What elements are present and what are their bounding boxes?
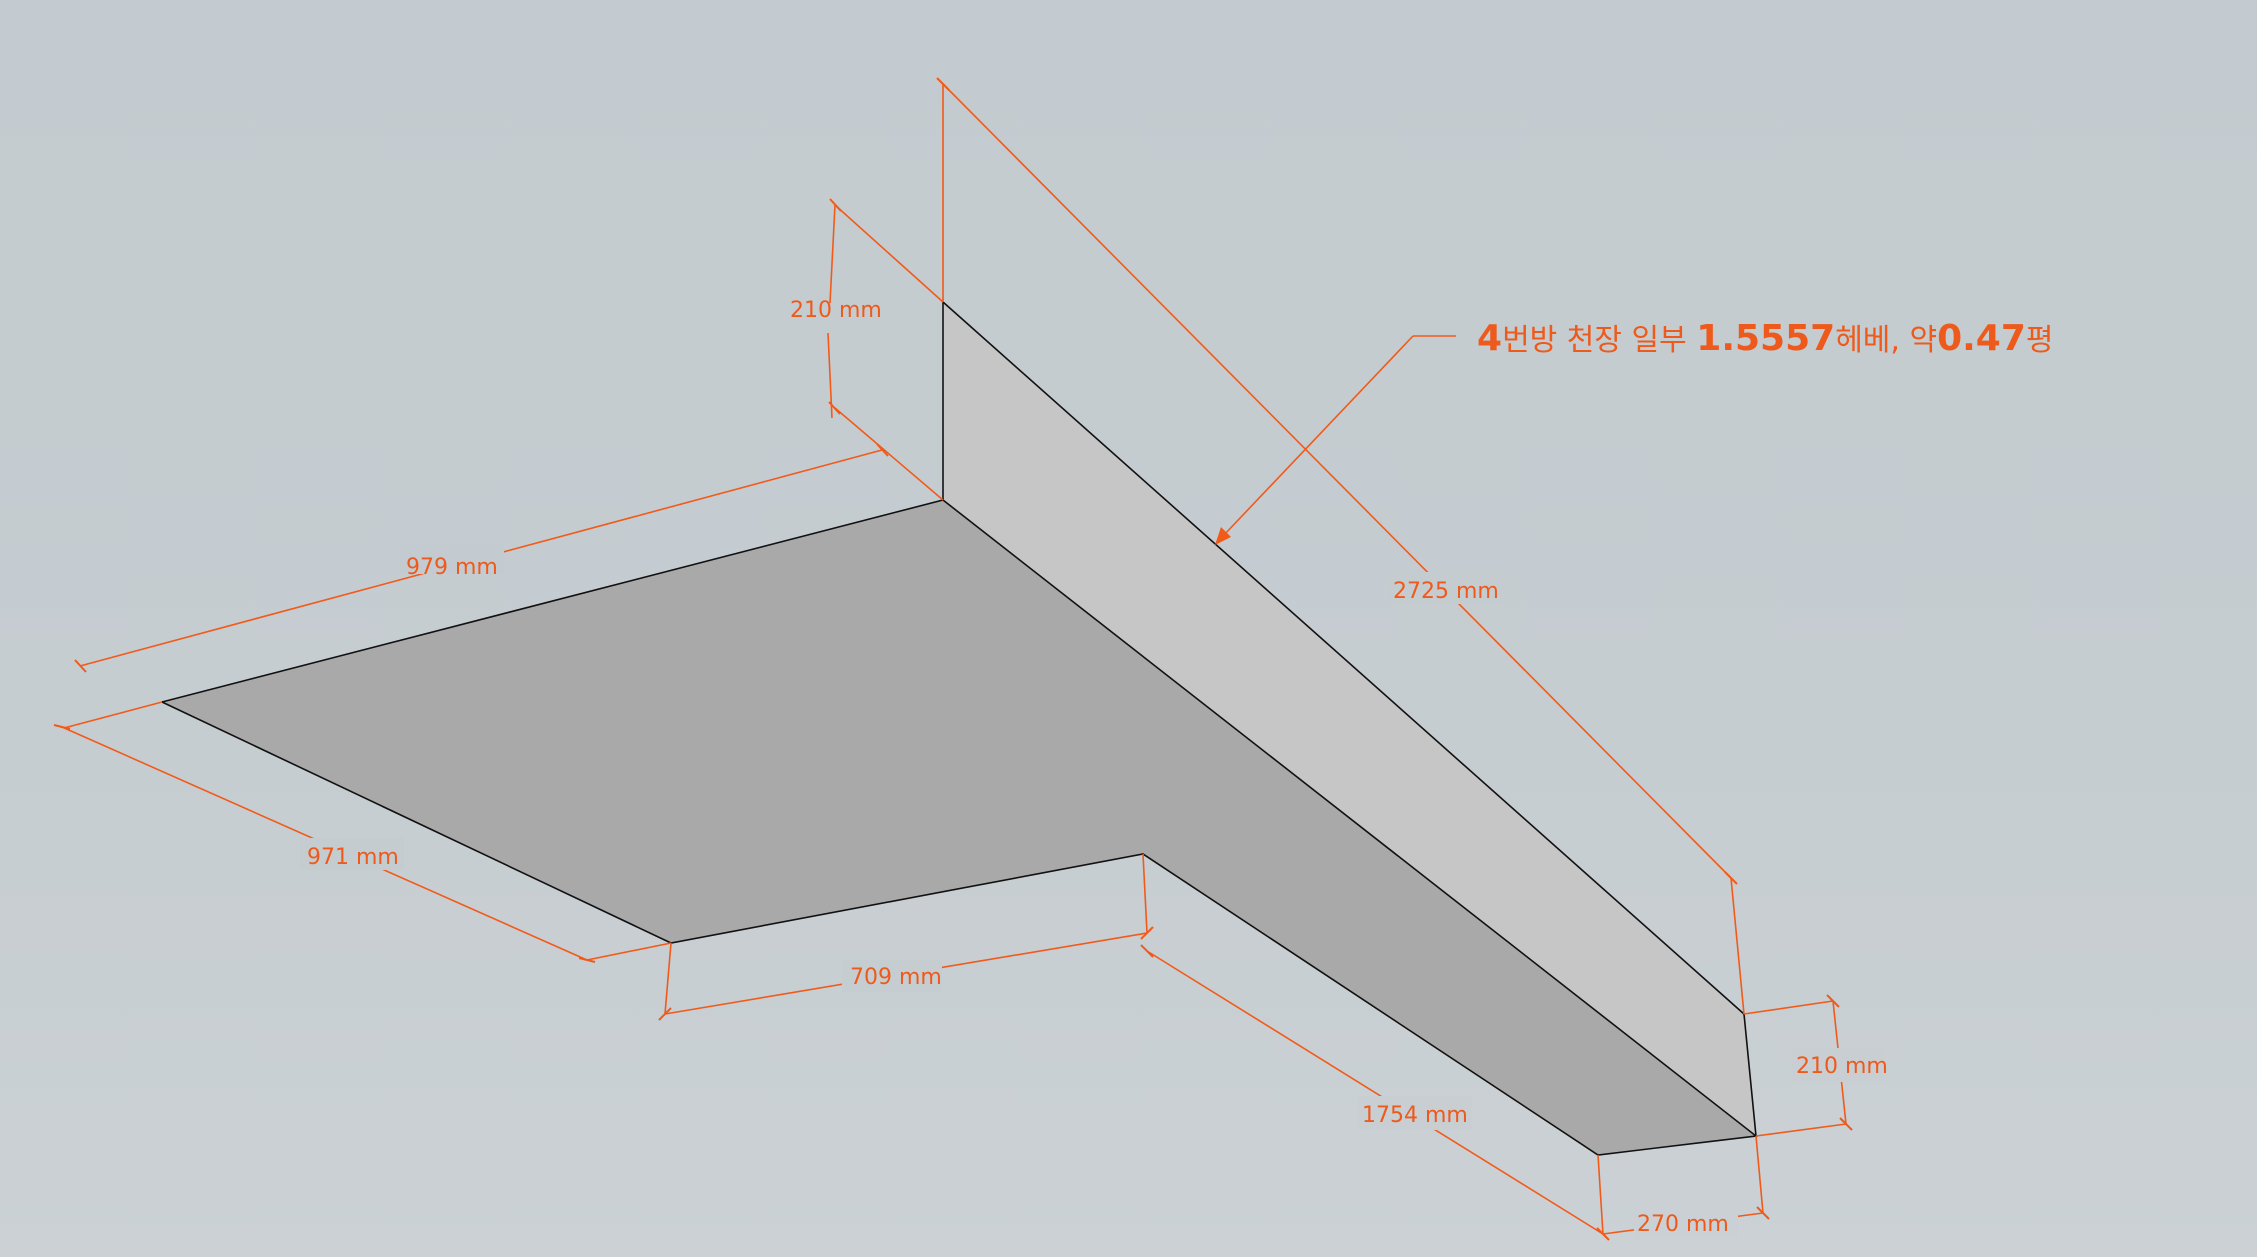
- dim-label-lower-length: 1754 mm: [1362, 1103, 1468, 1128]
- dim-label-right-height: 210 mm: [1796, 1054, 1888, 1079]
- callout-label: 4번방 천장 일부 1.5557헤베, 약0.47평: [1477, 318, 2054, 359]
- dim-lower-length[interactable]: 1754 mm: [1140, 944, 1610, 1241]
- dim-label-long-length: 2725 mm: [1393, 579, 1499, 604]
- callout-arrowhead: [1215, 527, 1231, 545]
- ceiling-floor-face[interactable]: [162, 500, 1756, 1155]
- dim-top-height[interactable]: 210 mm: [790, 198, 944, 501]
- dim-label-mid-width: 709 mm: [850, 965, 942, 990]
- dim-left-depth[interactable]: 971 mm: [53, 724, 672, 963]
- dim-label-top-width: 979 mm: [406, 555, 498, 580]
- dim-label-left-depth: 971 mm: [307, 845, 399, 870]
- dim-right-height[interactable]: 210 mm: [1743, 994, 1888, 1137]
- dim-label-end-width: 270 mm: [1637, 1212, 1729, 1237]
- dim-top-width[interactable]: 979 mm: [63, 443, 889, 729]
- dim-label-top-height: 210 mm: [790, 298, 882, 323]
- area-callout[interactable]: 4번방 천장 일부 1.5557헤베, 약0.47평: [1215, 318, 2054, 545]
- dim-long-length[interactable]: 2725 mm: [936, 77, 1745, 1015]
- dim-mid-width[interactable]: 709 mm: [658, 853, 1154, 1021]
- dim-end-width[interactable]: 270 mm: [1602, 1135, 1770, 1238]
- ceiling-wall-face[interactable]: [943, 302, 1756, 1136]
